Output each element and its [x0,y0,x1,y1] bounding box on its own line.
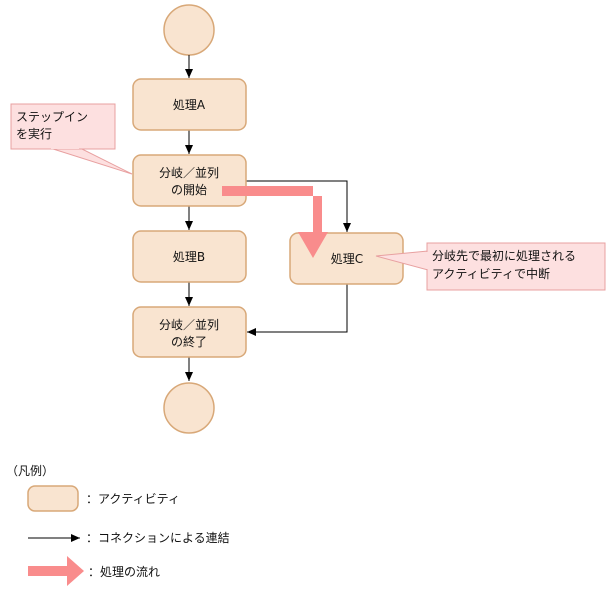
breakpoint-note: 分岐先で最初に処理される アクティビティで中断 [375,242,606,291]
connector-c-to-end [247,284,348,336]
branch-start-node [132,154,247,207]
legend-flow-arrow [28,556,84,586]
connectors [185,55,351,381]
step-in-note-line2: を実行 [16,126,52,141]
processing-flow-arrow [222,186,328,258]
process-c-label: 処理C [331,252,363,266]
start-node [163,4,215,56]
branch-end-label-line2: の終了 [171,334,207,349]
branch-start-label-line1: 分岐／並列 [159,166,219,180]
legend: （凡例） ：アクティビティ ：コネクションによる連結 ：処理の流れ [6,464,230,586]
legend-activity-swatch [27,485,79,512]
final-node [163,382,215,434]
branch-end-label-line1: 分岐／並列 [159,318,219,332]
branch-end-node [132,306,247,358]
process-b-label: 処理B [173,250,205,264]
activity-nodes [132,78,404,358]
legend-connection-label: ：コネクションによる連結 [86,531,230,545]
breakpoint-note-line2: アクティビティで中断 [432,266,550,281]
process-b-node [132,230,247,283]
branch-start-label-line2: の開始 [171,183,207,197]
legend-title: （凡例） [6,464,54,478]
connector-branch-to-c [245,180,351,232]
breakpoint-note-line1: 分岐先で最初に処理される [432,249,576,263]
process-a-label: 処理A [173,98,206,112]
process-a-node [132,78,247,131]
legend-activity-label: ：アクティビティ [86,492,180,506]
step-in-note: ステップイン を実行 [10,103,133,175]
legend-flow-label: ：処理の流れ [88,565,160,579]
step-in-note-line1: ステップイン [16,110,88,124]
